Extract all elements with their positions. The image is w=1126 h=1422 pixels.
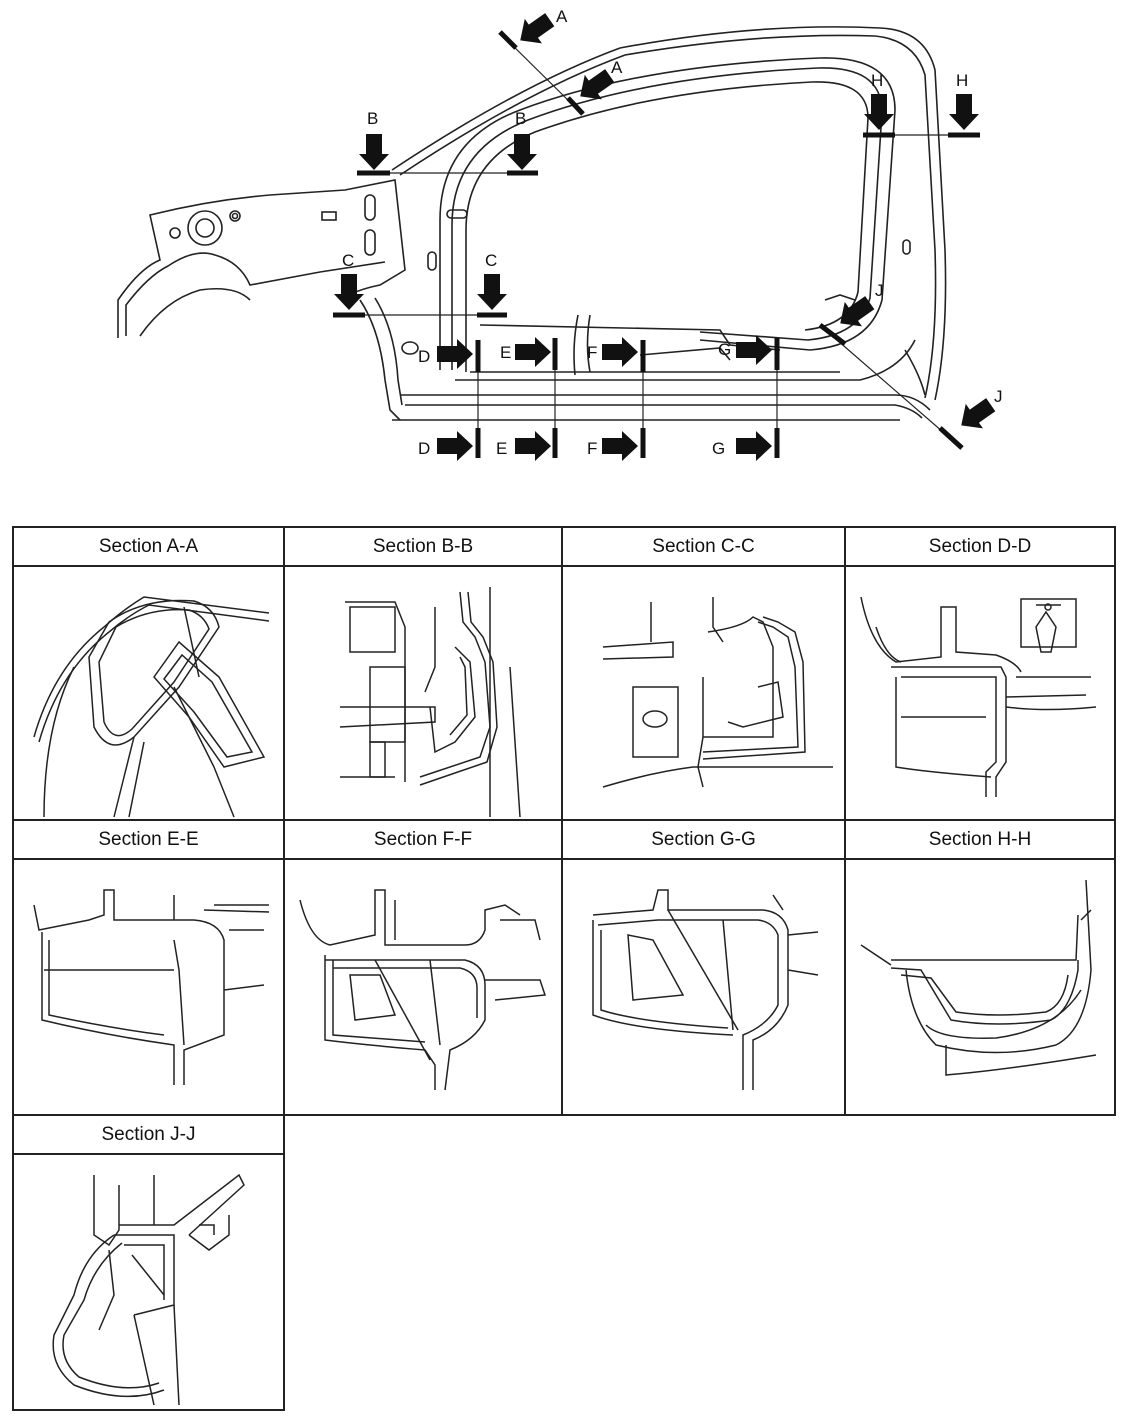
marker-label-c: C <box>342 251 354 270</box>
section-g-g-title: Section G-G <box>563 821 844 860</box>
section-e-e-panel: Section E-E <box>12 819 285 1116</box>
section-arrows <box>334 7 1000 461</box>
marker-label-f: F <box>587 439 597 458</box>
body-side-outline <box>117 26 947 421</box>
marker-label-d: D <box>418 439 430 458</box>
marker-label-b: B <box>515 109 526 128</box>
section-g-g-drawing <box>592 889 819 1090</box>
section-views-grid: Section A-A Section B-B <box>12 526 1116 1411</box>
section-marker-labels: A A B B C C D D E E F F G G H H J J <box>342 7 1003 458</box>
section-d-d-drawing <box>860 596 1097 797</box>
section-d-d-panel: Section D-D <box>844 526 1116 821</box>
marker-label-g: G <box>718 340 731 359</box>
section-j-j-title: Section J-J <box>14 1116 283 1155</box>
marker-label-g: G <box>712 439 725 458</box>
section-f-f-panel: Section F-F <box>283 819 563 1116</box>
section-g-g-panel: Section G-G <box>561 819 846 1116</box>
section-h-h-title: Section H-H <box>846 821 1114 860</box>
section-f-f-title: Section F-F <box>285 821 561 860</box>
section-a-a-panel: Section A-A <box>12 526 285 821</box>
marker-label-a: A <box>556 7 568 26</box>
section-marker-bars <box>333 30 980 458</box>
marker-label-a: A <box>611 58 623 77</box>
marker-label-c: C <box>485 251 497 270</box>
marker-label-h: H <box>871 71 883 90</box>
section-d-d-title: Section D-D <box>846 528 1114 567</box>
section-b-b-drawing <box>339 587 521 818</box>
marker-label-e: E <box>496 439 507 458</box>
marker-label-j: J <box>994 387 1003 406</box>
marker-label-h: H <box>956 71 968 90</box>
section-b-b-panel: Section B-B <box>283 526 563 821</box>
marker-label-j: J <box>875 281 884 300</box>
section-c-c-panel: Section C-C <box>561 526 846 821</box>
section-c-c-drawing <box>602 597 833 788</box>
section-b-b-title: Section B-B <box>285 528 561 567</box>
body-side-overview-diagram: A A B B C C D D E E F F G G H H J J <box>117 7 1003 461</box>
section-a-a-title: Section A-A <box>14 528 283 567</box>
section-h-h-panel: Section H-H <box>844 819 1116 1116</box>
marker-label-e: E <box>500 343 511 362</box>
section-a-a-drawing <box>33 596 270 818</box>
marker-label-f: F <box>587 343 597 362</box>
section-c-c-title: Section C-C <box>563 528 844 567</box>
section-j-j-panel: Section J-J <box>12 1114 285 1411</box>
section-f-f-drawing <box>299 889 547 1091</box>
section-e-e-title: Section E-E <box>14 821 283 860</box>
section-j-j-drawing <box>52 1173 245 1406</box>
marker-label-b: B <box>367 109 378 128</box>
marker-label-d: D <box>418 347 430 366</box>
section-h-h-drawing <box>860 879 1097 1076</box>
section-e-e-drawing <box>33 889 270 1085</box>
